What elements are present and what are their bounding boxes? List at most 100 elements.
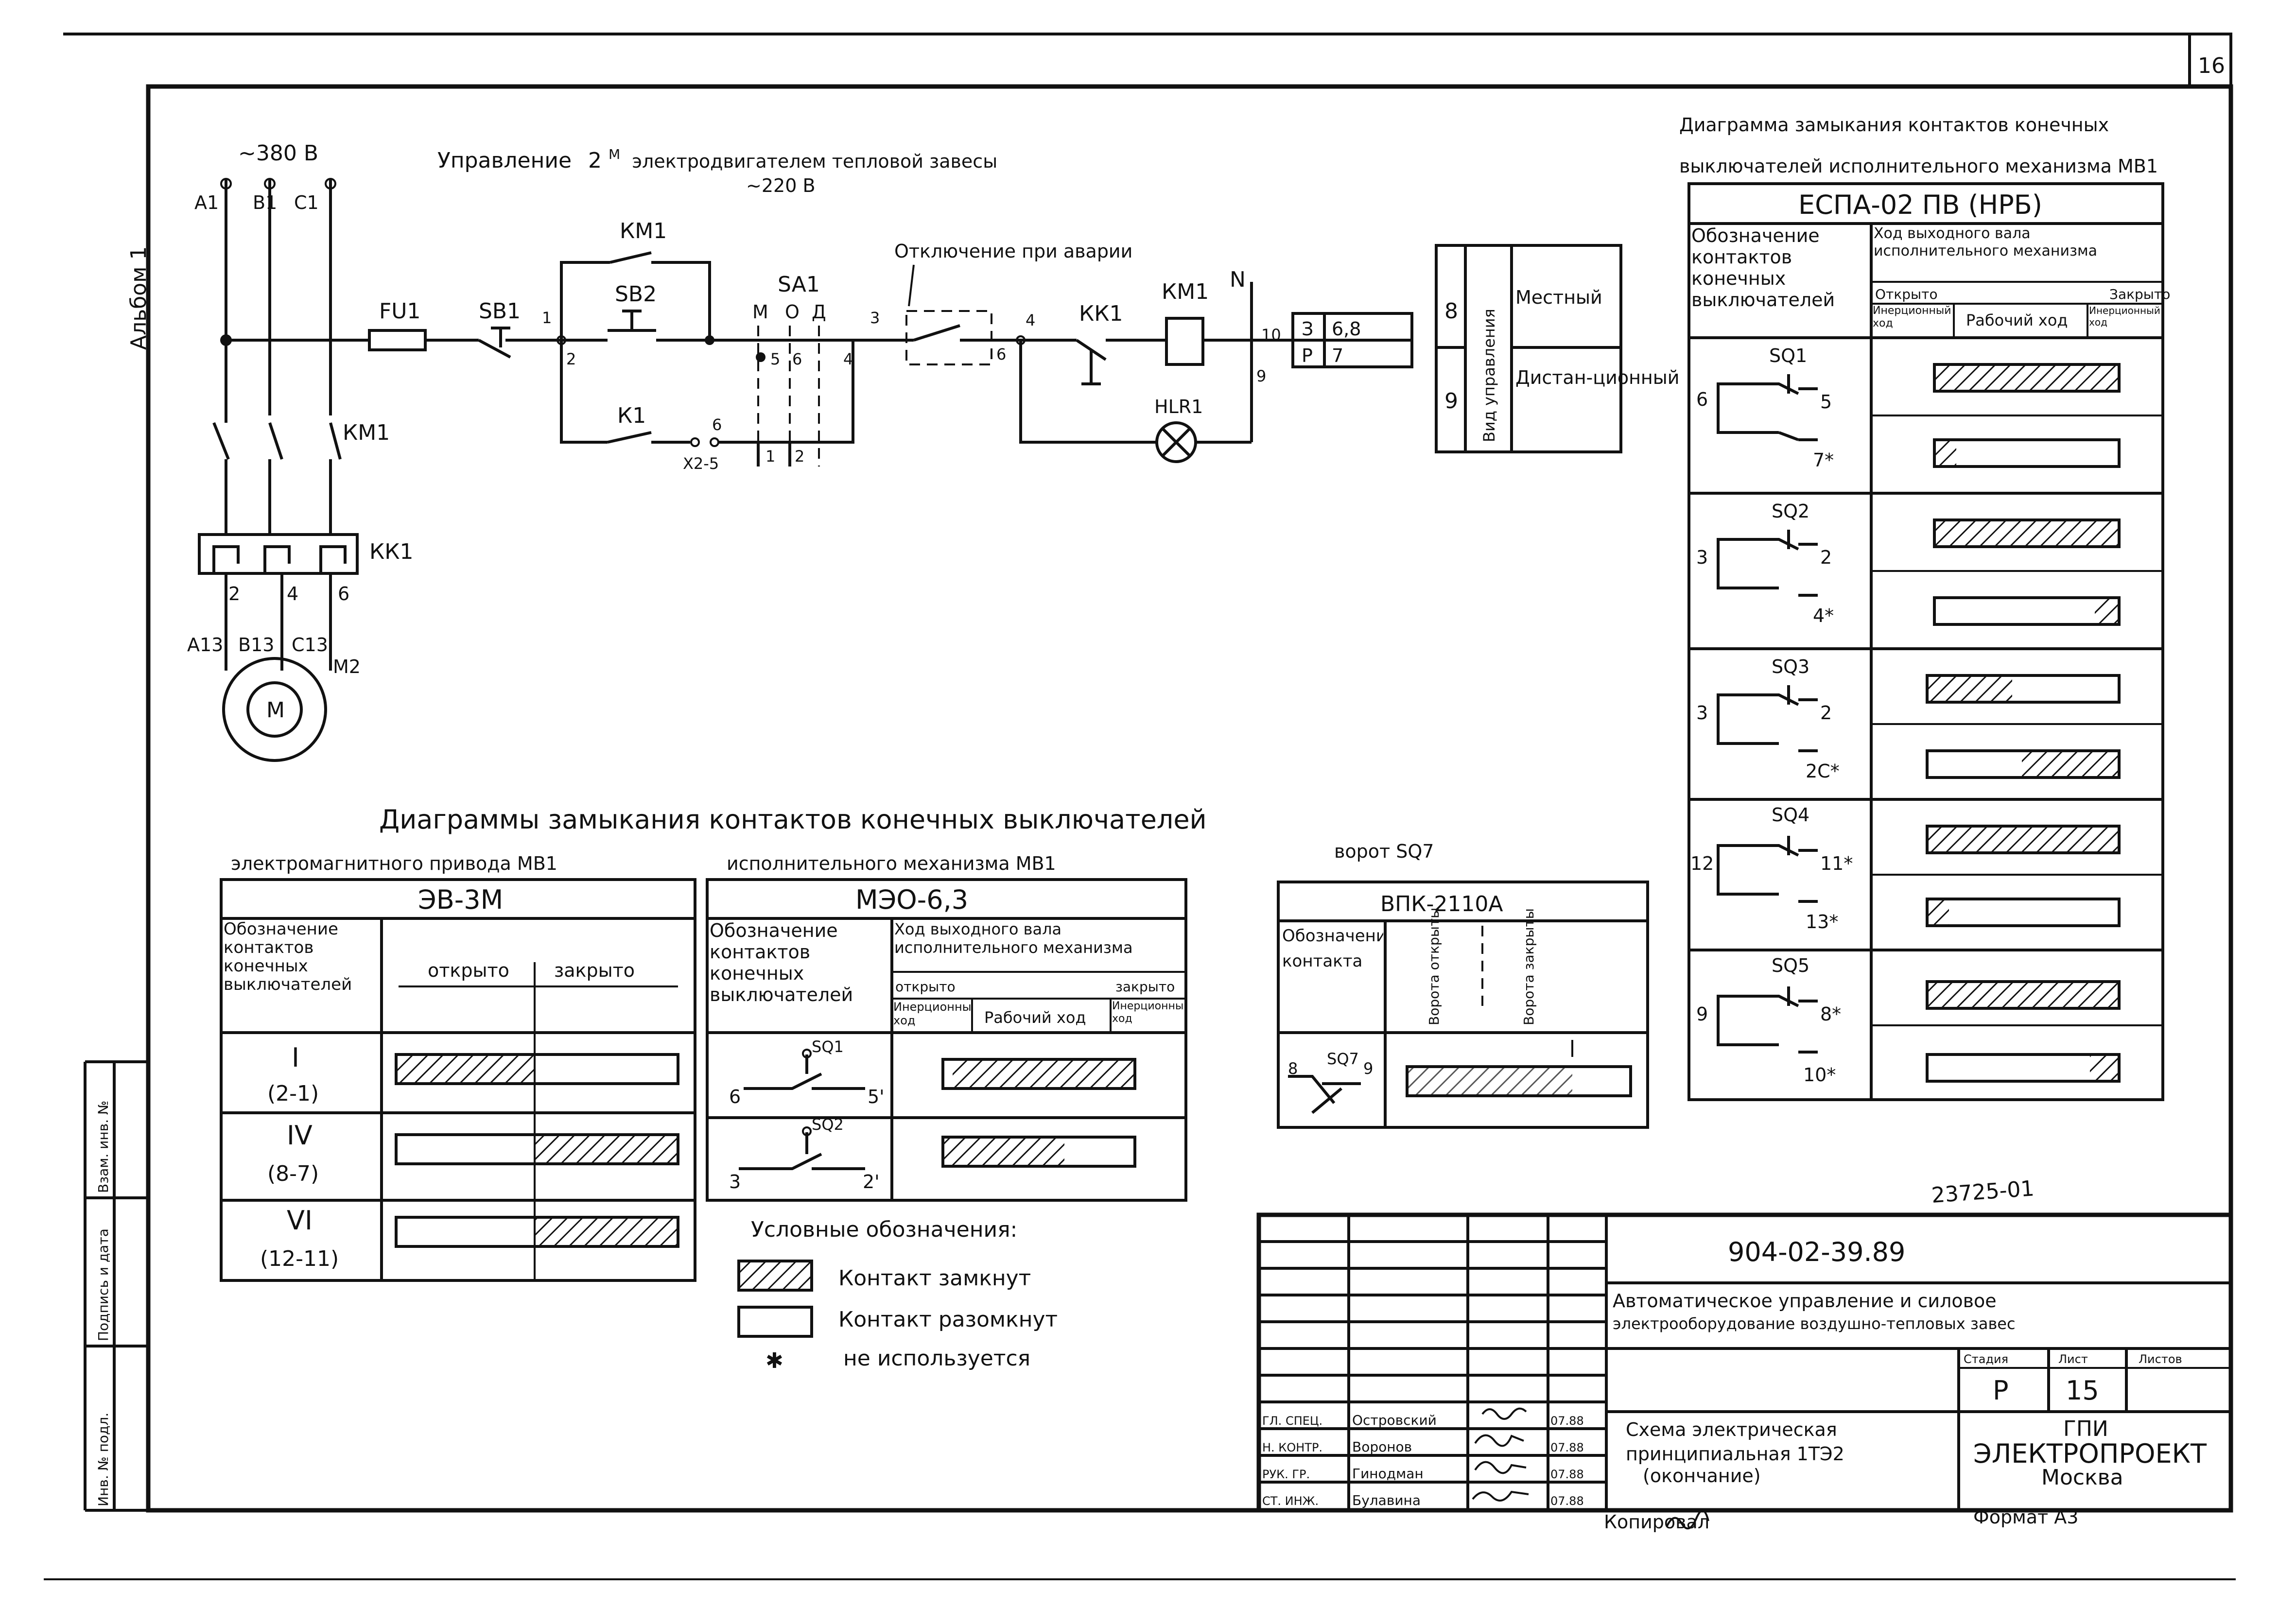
legend-closed-label: Контакт замкнут	[838, 1266, 1031, 1291]
node-4-after: 4	[1026, 311, 1035, 329]
node-6-after: 6	[996, 345, 1006, 363]
doc-desc-1: Автоматическое управление и силовое	[1613, 1290, 1997, 1312]
node-4: 4	[843, 350, 853, 368]
meo-sq2-label: SQ2	[812, 1115, 844, 1134]
sheet-value: 15	[2066, 1375, 2099, 1406]
strip-inv-label: Инв. № подл.	[95, 1413, 111, 1506]
date-4: 07.88	[1550, 1494, 1584, 1508]
espa-sq5-bottom-bar	[2090, 1054, 2119, 1081]
power-circuit: ~380 В А1 В1 С1 КМ1 КК1 2 4 6 А13	[187, 141, 413, 762]
mode-remote: Дистан-ционный	[1515, 367, 1679, 388]
name-2: Воронов	[1352, 1439, 1412, 1455]
role-4: СТ. ИНЖ.	[1262, 1494, 1319, 1508]
espa-sq5-bottom: 10*	[1803, 1064, 1836, 1086]
espa-bars	[1926, 363, 2121, 1083]
k1-label: К1	[617, 403, 646, 428]
sa1-label: SA1	[778, 272, 820, 297]
date-2: 07.88	[1550, 1441, 1584, 1454]
espa-sq4-top-bar	[1927, 826, 2119, 853]
vpk-subtitle: ворот SQ7	[1334, 841, 1434, 862]
espa-closed: Закрыто	[2109, 286, 2170, 302]
km1-coil-label: КМ1	[1162, 279, 1209, 304]
name-1: Островский	[1352, 1412, 1437, 1428]
espa-sq3-bottom: 2С*	[1806, 760, 1840, 782]
org-1: ГПИ	[2063, 1417, 2108, 1441]
motor-wire-a13: А13	[187, 634, 223, 656]
ev3m-row2-closed-bar	[535, 1135, 678, 1164]
org-3: Москва	[2041, 1465, 2123, 1490]
org-2: ЭЛЕКТРОПРОЕКТ	[1973, 1438, 2207, 1469]
espa-sq5-top: 8*	[1820, 1003, 1841, 1025]
espa-title-1: Диаграмма замыкания контактов конечных	[1679, 114, 2109, 136]
handwritten-number: 23725-01	[1931, 1176, 2035, 1208]
drawing-title-3: (окончание)	[1643, 1465, 1761, 1486]
motor-wire-b13: В13	[238, 634, 274, 656]
relay-terminal-2: 2	[228, 583, 240, 605]
espa-sq5-left: 9	[1696, 1003, 1708, 1025]
espa-table	[1687, 182, 2164, 1101]
control-circuit: Управление 2 М электродвигателем теплово…	[368, 146, 1293, 473]
code-row1-val: 6,8	[1332, 318, 1361, 340]
mode-local: Местный	[1515, 287, 1602, 308]
sheets-header: Листов	[2139, 1352, 2182, 1366]
sa1-mode-m: М	[752, 301, 768, 323]
espa-sq1-left: 6	[1696, 389, 1708, 410]
node-3: 3	[870, 309, 880, 327]
meo-contact-symbols	[739, 1049, 865, 1170]
x25-label: Х2-5	[683, 454, 719, 473]
vpk-pin-8: 8	[1288, 1059, 1298, 1078]
neutral-label: N	[1230, 267, 1246, 292]
phase-b1: В1	[253, 192, 277, 213]
espa-name: ЕСПА-02 ПВ (НРБ)	[1798, 190, 2042, 220]
title-block	[1256, 1212, 2233, 1513]
vpk-sq7-label: SQ7	[1327, 1050, 1359, 1068]
sa1-mode-d: Д	[812, 301, 826, 323]
vpk-name: ВПК-2110А	[1380, 892, 1503, 916]
espa-stroke-header: Ход выходного вала исполнительного механ…	[1874, 225, 2097, 259]
motor-wire-c13: С13	[292, 634, 328, 656]
espa-sq4-bottom: 13*	[1806, 911, 1838, 933]
espa-inertial-right: Инерционный ход	[2089, 305, 2160, 328]
node-9: 9	[1256, 367, 1266, 385]
node-1-lower: 1	[765, 447, 775, 466]
espa-sq4-top: 11*	[1820, 853, 1853, 874]
doc-number: 904-02-39.89	[1728, 1237, 1905, 1267]
meo-inertial-right: Инерционный ход	[1112, 1000, 1185, 1025]
legend-closed-hatch	[739, 1261, 812, 1290]
diagrams-title: Диаграммы замыкания контактов конечных в…	[379, 804, 1207, 835]
espa-sq1-top-bar	[1934, 364, 2119, 391]
name-4: Булавина	[1352, 1492, 1421, 1508]
km1-hold-label: КМ1	[620, 219, 667, 243]
ev3m-col-header: Обозначение контактов конечных выключате…	[224, 920, 352, 994]
legend-open-box	[737, 1306, 813, 1338]
meo-name: МЭО-6,3	[855, 884, 968, 915]
legend-title: Условные обозначения:	[751, 1217, 1017, 1242]
meo-open: открыто	[895, 979, 956, 995]
meo-closed: закрыто	[1115, 979, 1175, 995]
sheet-header: Лист	[2058, 1352, 2088, 1366]
espa-sq4-left: 12	[1690, 853, 1714, 874]
stage-value: Р	[1993, 1375, 2009, 1406]
relay-terminal-6: 6	[338, 583, 349, 605]
ev3m-row1-num: I	[292, 1042, 299, 1073]
vpk-gate-open: Ворота открыты	[1426, 908, 1442, 1025]
meo-sq2-closed-bar	[943, 1137, 1064, 1166]
ev3m-row3-num: VI	[287, 1205, 313, 1236]
vpk-gate-closed: Ворота закрыты	[1521, 908, 1537, 1025]
power-km1-label: КМ1	[343, 420, 390, 445]
vpk-contact-symbol	[1288, 1075, 1361, 1114]
code-table	[1291, 312, 1413, 368]
signatures	[1472, 1407, 1709, 1530]
ev3m-row1-closed-bar	[396, 1054, 535, 1084]
phase-a1: А1	[194, 192, 219, 213]
meo-inertial-left: Инерционный ход	[893, 1000, 971, 1027]
vpk-open-bar	[1407, 1067, 1572, 1096]
node-6: 6	[792, 350, 802, 368]
meo-sq1-closed-bar	[953, 1059, 1135, 1089]
album-label: Альбом 1	[126, 246, 151, 350]
ev3m-row1-pins: (2-1)	[267, 1081, 319, 1106]
espa-sq1-bottom-bar	[1934, 440, 1956, 467]
drawing-title-2: принципиальная 1ТЭ2	[1626, 1443, 1844, 1465]
espa-sq2-bottom: 4*	[1813, 605, 1834, 626]
node-1: 1	[542, 309, 552, 327]
